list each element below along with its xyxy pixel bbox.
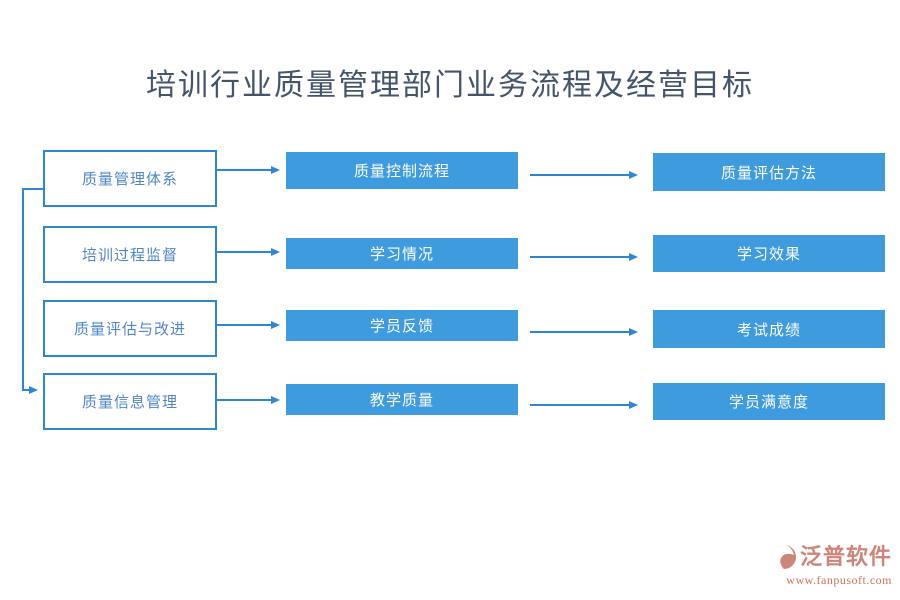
source-box-quality-info: 质量信息管理 (43, 373, 217, 430)
target-box-learning-effect: 学习效果 (653, 235, 885, 272)
watermark: 泛普软件 www.fanpusoft.com (732, 543, 892, 586)
fanpu-logo-icon (770, 543, 798, 571)
source-box-process-supervision: 培训过程监督 (43, 226, 217, 283)
page-title: 培训行业质量管理部门业务流程及经营目标 (146, 69, 754, 102)
source-box-evaluation-improve: 质量评估与改进 (43, 300, 217, 357)
brand-name: 泛普软件 (799, 544, 892, 569)
target-box-student-satisfaction: 学员满意度 (653, 383, 885, 420)
process-box-quality-control: 质量控制流程 (286, 152, 518, 189)
process-box-teaching-quality: 教学质量 (286, 384, 518, 415)
target-box-exam-results: 考试成绩 (653, 310, 885, 348)
bracket-box1-to-box4 (22, 188, 43, 394)
process-box-learning-status: 学习情况 (286, 238, 518, 269)
process-box-student-feedback: 学员反馈 (286, 310, 518, 341)
brand-url: www.fanpusoft.com (786, 573, 892, 587)
source-box-quality-system: 质量管理体系 (43, 150, 217, 207)
target-box-evaluation-method: 质量评估方法 (653, 153, 885, 191)
